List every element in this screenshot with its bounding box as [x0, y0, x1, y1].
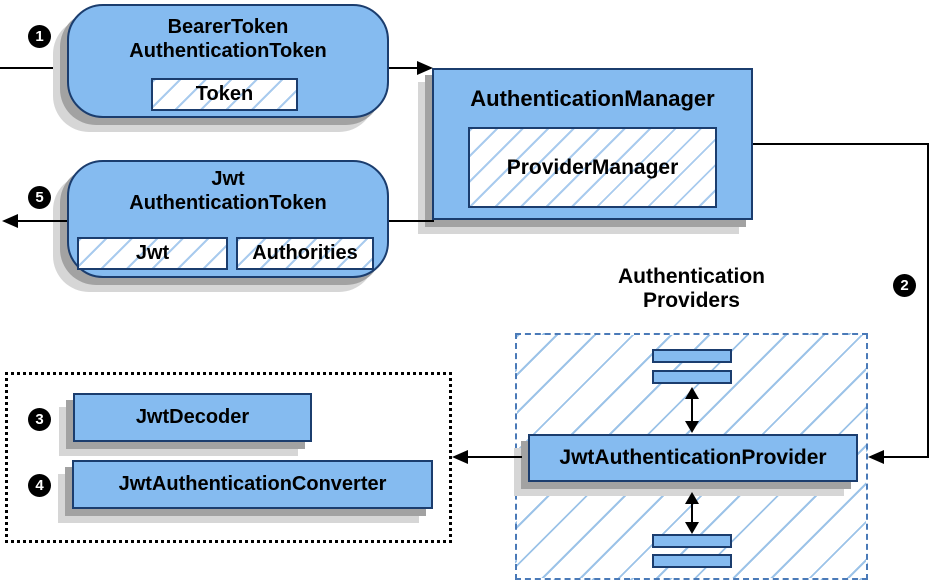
jwt-authentication-converter-label: JwtAuthenticationConverter	[118, 473, 387, 495]
provider-manager-label: ProviderManager	[506, 155, 679, 179]
provider-bar-bottom-1	[652, 534, 732, 548]
jwt-authentication-token-node: Jwt AuthenticationToken Jwt Authorities	[67, 160, 389, 278]
jwt-decoder-label: JwtDecoder	[135, 406, 250, 428]
authentication-manager-title: AuthenticationManager	[470, 86, 715, 111]
flow-line-request-in	[0, 67, 66, 69]
flow-line-token-to-manager	[389, 67, 421, 69]
jwt-chip: Jwt	[77, 237, 228, 270]
step-4-badge: 4	[28, 474, 51, 497]
collaborators-group	[5, 372, 452, 543]
jwt-token-title-line2: AuthenticationToken	[129, 192, 327, 214]
bearer-token-title-line2: AuthenticationToken	[129, 40, 327, 62]
token-chip-label: Token	[195, 83, 254, 105]
flow-line-manager-to-jwt-token	[387, 220, 434, 222]
jwt-token-title-line1: Jwt	[211, 168, 245, 190]
arrowhead-into-collaborators-icon	[452, 450, 468, 464]
arrowhead-left-out-icon	[2, 214, 18, 228]
bearer-token-title-line1: BearerToken	[167, 16, 289, 38]
flow-line-response-out	[16, 220, 67, 222]
authentication-providers-label-line1: Authentication	[618, 265, 765, 288]
flow-line-provider-to-collaborators	[466, 456, 522, 458]
authentication-providers-label-line2: Providers	[643, 289, 740, 312]
double-arrow-top-down-icon	[685, 421, 699, 433]
double-arrow-top-line	[691, 397, 693, 423]
jwt-chip-label: Jwt	[135, 242, 170, 264]
provider-manager-chip: ProviderManager	[468, 127, 717, 208]
jwt-decoder-node: JwtDecoder	[73, 393, 312, 442]
step-1-badge: 1	[28, 25, 51, 48]
flow-line-manager-to-provider-side	[927, 143, 929, 458]
provider-bar-top-1	[652, 349, 732, 363]
step-5-badge: 5	[28, 186, 51, 209]
flow-line-manager-to-provider-top	[753, 143, 929, 145]
provider-bar-bottom-2	[652, 554, 732, 568]
jwt-authentication-provider-node: JwtAuthenticationProvider	[528, 434, 858, 482]
arrowhead-into-provider-icon	[868, 450, 884, 464]
jwt-authentication-provider-label: JwtAuthenticationProvider	[559, 446, 827, 469]
authorities-chip: Authorities	[236, 237, 374, 270]
bearer-token-authentication-token-node: BearerToken AuthenticationToken Token	[67, 4, 389, 118]
token-chip: Token	[151, 78, 298, 111]
authentication-manager-node: AuthenticationManager ProviderManager	[432, 68, 753, 220]
arrowhead-right-icon	[417, 61, 433, 75]
step-2-badge: 2	[893, 274, 916, 297]
authorities-chip-label: Authorities	[252, 242, 358, 264]
double-arrow-bottom-up-icon	[685, 492, 699, 504]
double-arrow-bottom-down-icon	[685, 522, 699, 534]
double-arrow-bottom-line	[691, 502, 693, 524]
provider-bar-top-2	[652, 370, 732, 384]
step-3-badge: 3	[28, 408, 51, 431]
jwt-authentication-converter-node: JwtAuthenticationConverter	[72, 460, 433, 509]
flow-line-manager-to-provider-bottom	[882, 456, 929, 458]
double-arrow-top-up-icon	[685, 387, 699, 399]
authentication-providers-label: Authentication Providers	[515, 265, 868, 313]
